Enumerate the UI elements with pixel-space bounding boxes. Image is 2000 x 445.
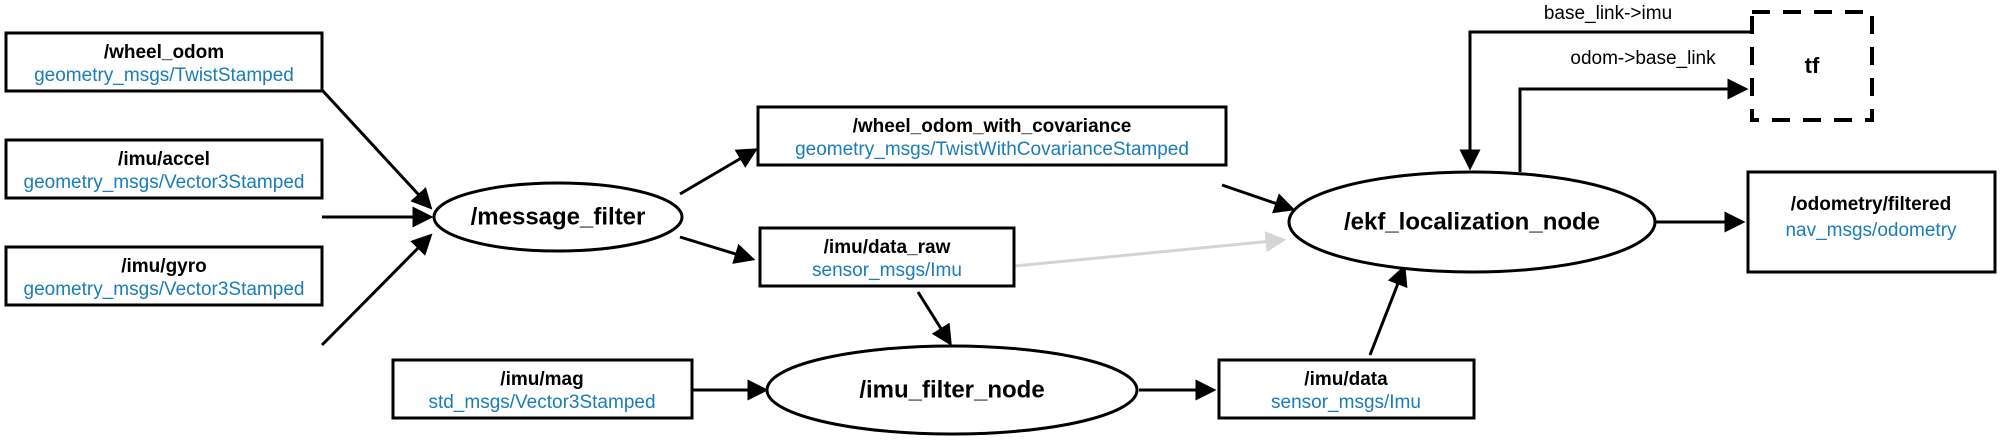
edge-wheel-odom-with-covariance-to-ekf: [1221, 183, 1296, 214]
edge-imu-data-raw-to-ekf-muted: [1014, 231, 1287, 268]
topic-box-imu-data-raw[interactable]: /imu/data_raw sensor_msgs/Imu: [758, 226, 1016, 288]
topic-boxes-layer: /wheel_odom geometry_msgs/TwistStamped /…: [4, 31, 1997, 420]
topic-type-imu-accel: geometry_msgs/Vector3Stamped: [24, 172, 305, 193]
edge-imu-gyro-to-message-filter: [320, 233, 433, 347]
topic-type-odometry-filtered: nav_msgs/odometry: [1785, 220, 1957, 241]
topic-name-wheel-odom: /wheel_odom: [104, 42, 224, 63]
topic-name-imu-accel: /imu/accel: [118, 149, 210, 170]
node-label-ekf-localization-node: /ekf_localization_node: [1344, 208, 1600, 235]
topic-type-wheel-odom: geometry_msgs/TwistStamped: [34, 65, 294, 86]
topic-name-wheel-odom-with-covariance: /wheel_odom_with_covariance: [853, 116, 1132, 137]
edge-message-filter-to-imu-data-raw: [679, 235, 756, 264]
topic-name-imu-data: /imu/data: [1304, 369, 1388, 390]
topic-name-imu-mag: /imu/mag: [500, 369, 583, 390]
edges-layer: base_link->imu odom->base_link: [320, 3, 1750, 401]
topic-box-imu-data[interactable]: /imu/data sensor_msgs/Imu: [1217, 358, 1476, 420]
topic-type-imu-data: sensor_msgs/Imu: [1271, 392, 1421, 413]
edge-message-filter-to-wheel-odom-with-covariance: [679, 148, 759, 196]
edge-label-odom-to-base-link: odom->base_link: [1570, 48, 1716, 69]
topic-name-imu-data-raw: /imu/data_raw: [824, 237, 951, 258]
topic-box-imu-accel[interactable]: /imu/accel geometry_msgs/Vector3Stamped: [4, 138, 324, 200]
edge-label-base-link-to-imu: base_link->imu: [1544, 3, 1672, 24]
topic-box-odometry-filtered[interactable]: /odometry/filtered nav_msgs/odometry: [1746, 170, 1997, 274]
edge-wheel-odom-to-message-filter: [320, 88, 433, 210]
nodes-layer: /message_filter /imu_filter_node /ekf_lo…: [432, 170, 1657, 436]
topic-type-wheel-odom-with-covariance: geometry_msgs/TwistWithCovarianceStamped: [795, 139, 1189, 160]
node-label-imu-filter-node: /imu_filter_node: [859, 376, 1044, 403]
topic-type-imu-gyro: geometry_msgs/Vector3Stamped: [24, 279, 305, 300]
edge-imu-data-raw-to-imu-filter-node: [916, 291, 952, 346]
topic-box-wheel-odom[interactable]: /wheel_odom geometry_msgs/TwistStamped: [4, 31, 324, 93]
node-label-message-filter: /message_filter: [471, 203, 646, 230]
tf-box[interactable]: tf: [1750, 10, 1874, 122]
topic-name-imu-gyro: /imu/gyro: [121, 256, 207, 277]
node-message-filter[interactable]: /message_filter: [432, 181, 684, 253]
node-imu-filter-node[interactable]: /imu_filter_node: [765, 344, 1139, 436]
edge-imu-data-to-ekf: [1368, 264, 1408, 356]
edge-tf-to-ekf-base-link-imu: base_link->imu: [1459, 3, 1750, 171]
tf-box-label: tf: [1805, 53, 1820, 78]
topic-box-wheel-odom-with-covariance[interactable]: /wheel_odom_with_covariance geometry_msg…: [756, 105, 1228, 167]
node-ekf-localization-node[interactable]: /ekf_localization_node: [1287, 170, 1657, 274]
topic-name-odometry-filtered: /odometry/filtered: [1791, 194, 1951, 215]
topic-type-imu-mag: std_msgs/Vector3Stamped: [428, 392, 655, 413]
topic-box-imu-gyro[interactable]: /imu/gyro geometry_msgs/Vector3Stamped: [4, 245, 324, 307]
edge-ekf-to-tf-odom-base-link: odom->base_link: [1518, 48, 1749, 172]
topic-type-imu-data-raw: sensor_msgs/Imu: [812, 260, 962, 281]
topic-box-imu-mag[interactable]: /imu/mag std_msgs/Vector3Stamped: [391, 358, 694, 420]
